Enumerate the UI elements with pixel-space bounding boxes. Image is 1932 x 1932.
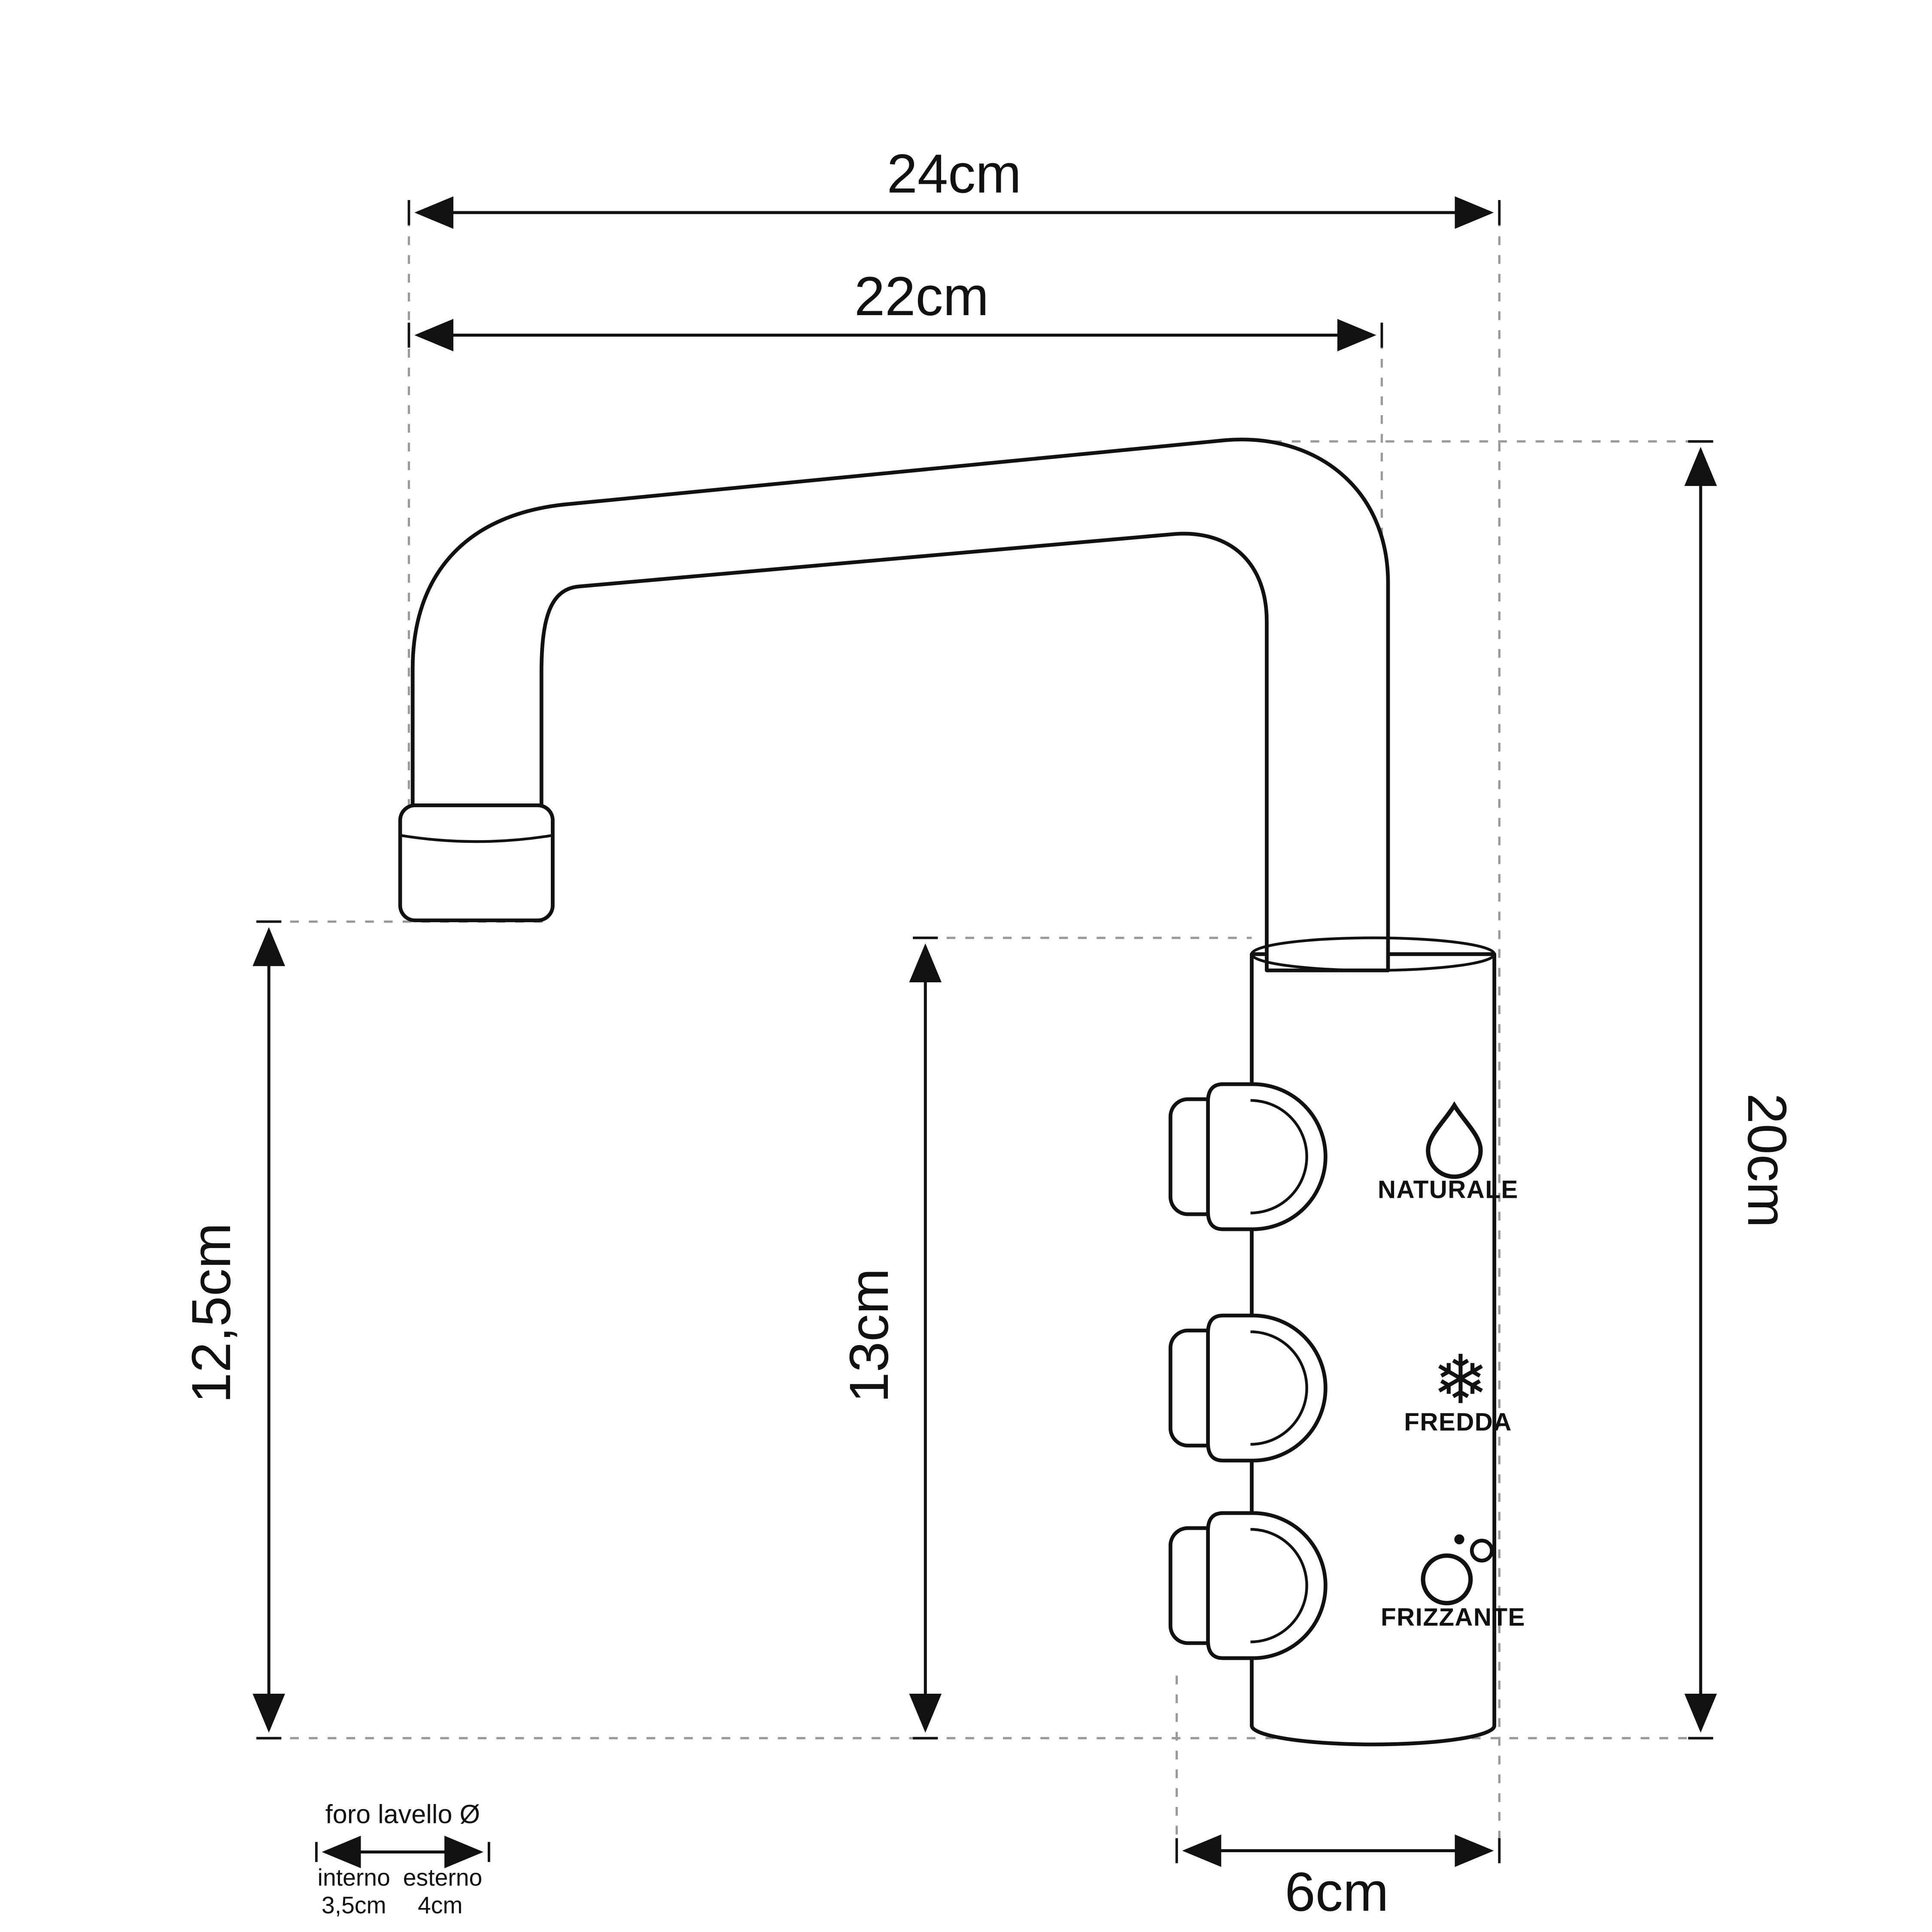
sink-hole-inner-label: interno (318, 1864, 390, 1891)
faucet-body-top-rim (1250, 936, 1496, 972)
button-fredda-inner-edge (1250, 1330, 1308, 1446)
button-frizzante-face (1206, 1511, 1327, 1660)
bubbles-icon (1421, 1534, 1494, 1606)
outlet-frizzante: FRIZZANTE (1381, 1534, 1525, 1631)
faucet-spout (410, 437, 1390, 972)
sink-hole-inner-value: 3,5cm (322, 1892, 386, 1918)
snowflake-icon: ❄ (1432, 1343, 1489, 1418)
dimension-spout-height: 12,5cm (181, 920, 286, 1740)
dimension-label-22cm: 22cm (854, 266, 989, 327)
faucet-nozzle (398, 803, 555, 923)
label-frizzante: FRIZZANTE (1381, 1603, 1525, 1631)
bubble-large (1421, 1553, 1473, 1606)
outlet-fredda: ❄ FREDDA (1404, 1343, 1512, 1436)
bubble-small (1454, 1534, 1464, 1545)
sink-hole-outer-label: esterno (403, 1864, 483, 1891)
button-frizzante-inner-edge (1250, 1528, 1308, 1643)
button-frizzante (1168, 1511, 1327, 1660)
dimension-label-6cm: 6cm (1285, 1861, 1389, 1923)
outlet-naturale: NATURALE (1378, 1101, 1519, 1203)
label-naturale: NATURALE (1378, 1176, 1519, 1203)
button-fredda-face (1206, 1313, 1327, 1463)
sink-hole-outer-value: 4cm (418, 1892, 463, 1918)
dimension-base-width: 6cm (1175, 1834, 1501, 1923)
label-fredda: FREDDA (1404, 1408, 1512, 1436)
faucet-drawing: NATURALE ❄ FREDDA FRIZZANTE (398, 437, 1525, 1747)
dimension-label-13cm: 13cm (838, 1268, 900, 1403)
dimension-label-20cm: 20cm (1736, 1093, 1798, 1227)
dimension-spout-reach: 22cm (407, 266, 1383, 352)
dimension-top-width: 24cm (407, 143, 1501, 229)
water-drop-icon (1426, 1101, 1483, 1179)
sink-hole-note: foro lavello Ø interno esterno 3,5cm 4cm (315, 1800, 490, 1918)
dimension-total-height: 20cm (1684, 440, 1798, 1740)
dimension-label-12-5cm: 12,5cm (181, 1223, 242, 1403)
sink-hole-title: foro lavello Ø (325, 1800, 480, 1829)
faucet-nozzle-ring (400, 834, 553, 843)
button-naturale-inner-edge (1250, 1099, 1308, 1215)
dimension-label-24cm: 24cm (887, 143, 1021, 205)
button-naturale-face (1206, 1082, 1327, 1231)
dimension-body-height: 13cm (838, 936, 942, 1740)
button-fredda (1168, 1313, 1327, 1463)
button-naturale (1168, 1082, 1327, 1231)
bubble-medium (1470, 1538, 1494, 1563)
